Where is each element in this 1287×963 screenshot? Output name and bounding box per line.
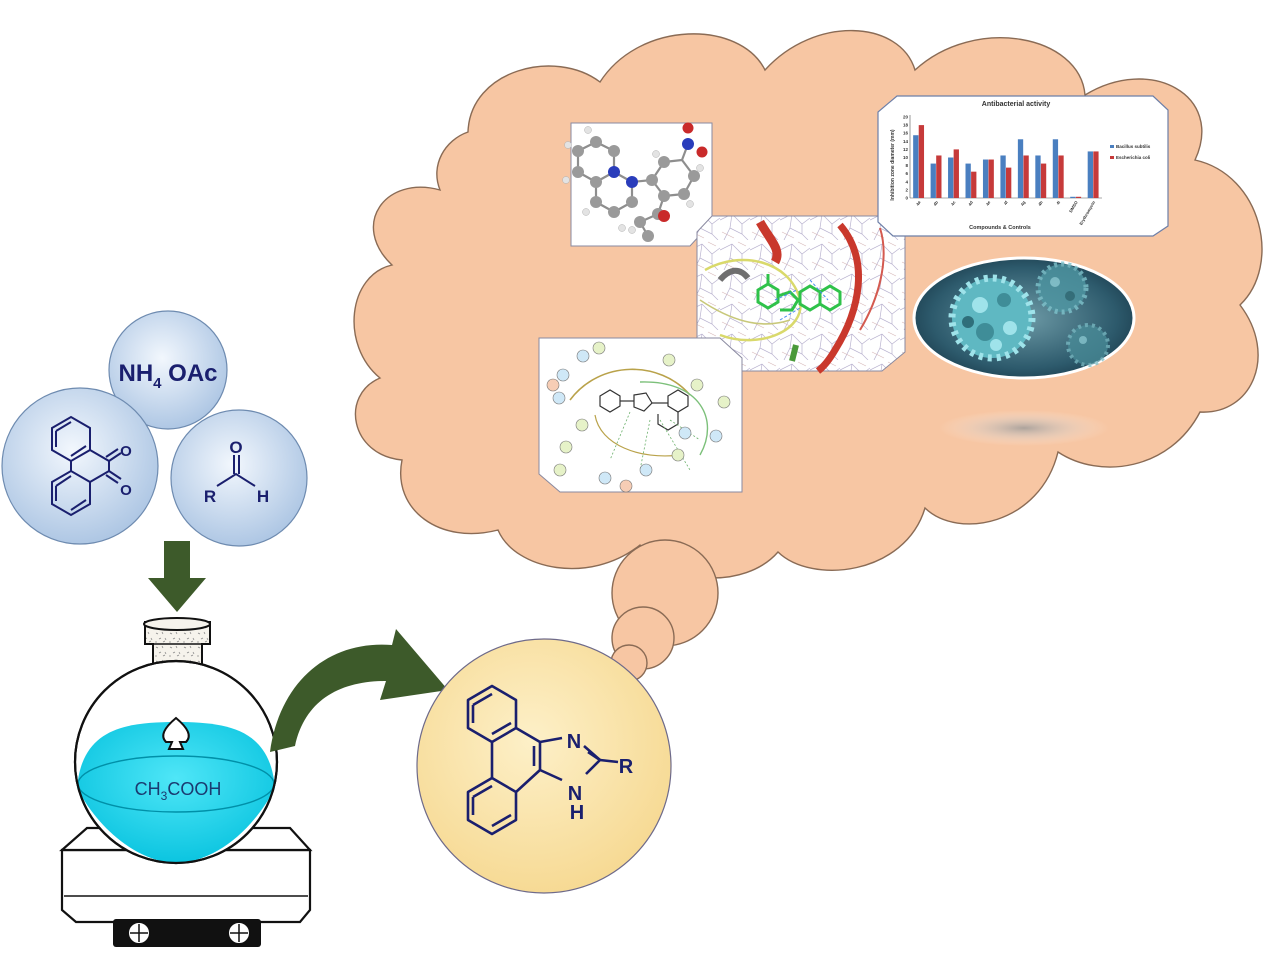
aldehyde-r-group: R	[204, 487, 216, 506]
solvent-subscript: 3	[161, 789, 168, 803]
chart-bar	[1035, 155, 1041, 198]
chart-bar	[1087, 151, 1093, 198]
chart-y-tick-label: 4	[905, 179, 908, 184]
phenanthrenequinone-bubble: O O	[1, 387, 159, 545]
solvent-label: CH3COOH	[135, 779, 222, 803]
pq-oxygen-top: O	[120, 443, 132, 460]
chart-title: Antibacterial activity	[982, 101, 1051, 108]
chart-bar	[913, 135, 919, 198]
solvent-suffix: COOH	[167, 779, 221, 799]
aldehyde-bubble: O R H	[170, 409, 308, 547]
chart-bar	[953, 149, 959, 198]
chart-bar	[1052, 139, 1059, 198]
stir-bar-icon	[162, 716, 190, 750]
virus-particle-small	[1066, 323, 1110, 367]
chart-bar	[988, 159, 994, 198]
chart-bar	[1070, 196, 1076, 198]
chart-x-tick-label: 4b	[932, 200, 939, 207]
virus-particle-medium	[1035, 261, 1089, 315]
aldehyde-hydrogen: H	[257, 487, 269, 506]
legend-label-ecoli: Escherichia coli	[1116, 155, 1150, 160]
aldehyde-structure	[216, 455, 256, 487]
chart-y-tick-label: 8	[905, 163, 908, 168]
knob-icon	[127, 921, 151, 945]
chart-x-tick-label: 4i	[1055, 200, 1061, 206]
phenanthrenequinone-structure	[51, 415, 122, 517]
chart-x-tick-label: 4a	[915, 199, 922, 206]
docking-panel	[696, 215, 906, 374]
chart-bar	[1023, 155, 1029, 198]
chart-y-tick-label: 10	[903, 155, 909, 160]
chart-x-tick-label: 4g	[1020, 200, 1027, 207]
nh4-main: NH	[118, 360, 153, 387]
chart-x-tick-label: 4e	[985, 199, 992, 206]
chart-bar	[936, 155, 942, 198]
pq-oxygen-bottom: O	[120, 482, 132, 499]
interaction-2d-panel	[538, 337, 743, 493]
product-r-group: R	[619, 756, 634, 778]
chart-x-tick-label: 4h	[1037, 200, 1044, 207]
chart-y-tick-label: 18	[903, 123, 909, 128]
chart-x-tick-label: 4c	[950, 199, 957, 206]
down-arrow-icon	[148, 541, 206, 612]
chart-bar	[1040, 163, 1047, 198]
virus-particle-large	[948, 274, 1036, 362]
chart-y-tick-label: 6	[905, 171, 908, 176]
chart-y-ticks: 0 2 4 6 8 10 12 14 16 18 20	[903, 115, 909, 201]
chart-x-tick-label: DMSO	[1068, 199, 1079, 213]
curved-arrow-icon	[270, 629, 448, 752]
chart-y-tick-label: 20	[903, 115, 909, 120]
chart-bar	[971, 171, 977, 198]
chart-x-tick-label: 4d	[967, 200, 974, 207]
chart-bar	[1000, 155, 1006, 198]
chart-y-tick-label: 2	[905, 187, 908, 192]
chart-y-tick-label: 12	[903, 147, 909, 152]
product-bubble: N R N H	[416, 638, 672, 894]
chart-bar	[965, 163, 971, 198]
chart-y-axis-label: Inhibition zone diameter (mm)	[890, 129, 896, 200]
legend-label-bacillus: Bacillus subtilis	[1116, 144, 1151, 149]
chart-bar	[1093, 151, 1099, 198]
chart-bar	[982, 159, 989, 198]
chart-bars	[913, 125, 1099, 198]
chart-bar	[1017, 139, 1024, 198]
svg-text:NH4 OAc: NH4 OAc	[118, 360, 217, 392]
chart-bar	[918, 125, 925, 198]
chart-legend: Bacillus subtilis Escherichia coli	[1110, 144, 1151, 160]
knob-icon	[227, 921, 251, 945]
product-nh-n: N	[568, 783, 582, 805]
bacteria-image-panel	[912, 256, 1136, 446]
nh4-subscript: 4	[153, 375, 162, 392]
aldehyde-oxygen: O	[229, 438, 242, 457]
solvent-prefix: CH	[135, 779, 161, 799]
phenanthroimidazole-structure	[466, 684, 619, 836]
product-nh-h: H	[570, 802, 584, 824]
oac-suffix: OAc	[162, 360, 218, 387]
chart-x-tick-label: 4f	[1003, 199, 1009, 205]
round-bottom-flask: CH3COOH	[73, 617, 279, 865]
molecule-3d-panel	[562, 122, 713, 247]
chart-bar	[948, 157, 954, 198]
hotplate-control-panel	[113, 919, 261, 947]
chart-bar	[1058, 155, 1064, 198]
chart-y-tick-label: 16	[903, 131, 909, 136]
product-n-top: N	[567, 731, 581, 753]
chart-x-axis-label: Compounds & Controls	[969, 225, 1031, 231]
legend-swatch-bacillus	[1110, 145, 1114, 148]
legend-swatch-ecoli	[1110, 156, 1114, 159]
antibacterial-chart-thumbnail: Antibacterial activity Inhibition zone d…	[877, 95, 1169, 237]
thought-bubbles	[610, 539, 719, 682]
ammonium-acetate-bubble: NH4 OAc	[108, 310, 228, 430]
chart-y-tick-label: 0	[905, 196, 908, 201]
chart-bar	[930, 163, 936, 198]
chart-bar	[1006, 167, 1012, 198]
chart-y-tick-label: 14	[903, 139, 909, 144]
chart-bar	[1075, 196, 1082, 198]
